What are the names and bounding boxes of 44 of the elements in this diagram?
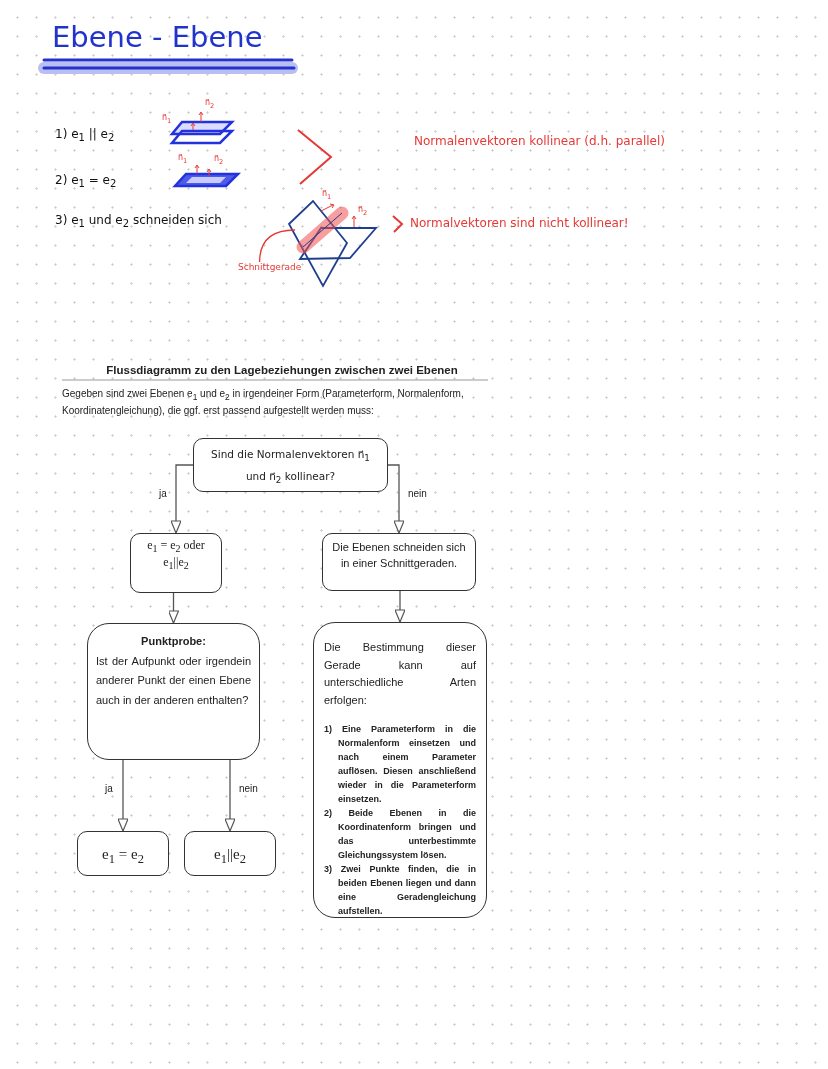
node-text: e$_{1}$ = e$_{2}$ oder e$_{1}$||e$_{2}$ bbox=[147, 538, 205, 573]
arrow bbox=[387, 464, 405, 534]
result-box bbox=[77, 831, 169, 876]
title: Ebene - Ebene bbox=[52, 20, 263, 54]
node-text: e$_{1}$ = e$_{2}$ bbox=[101, 845, 145, 868]
heading: Flussdiagramm zu den Lagebeziehungen zwischen zwei Ebenen bbox=[105, 363, 459, 378]
vector-label: n⃗$_{2}$ bbox=[358, 206, 368, 217]
edge-label: nein bbox=[238, 783, 259, 794]
result-box bbox=[130, 533, 222, 593]
node-text: 2) Beide Ebenen in die Koordinatenform bringen und das unterbestimmte Gleichungssystem lösen. bbox=[324, 807, 476, 862]
arrow bbox=[167, 592, 180, 624]
node-text: Die Ebenen schneiden sich in einer Schnittgeraden. bbox=[331, 540, 467, 571]
result-box bbox=[322, 533, 476, 591]
handwritten-note: 1) e$_{1}$ || e$_{2}$ bbox=[55, 127, 115, 144]
arrow bbox=[394, 590, 406, 623]
result-box bbox=[184, 831, 276, 876]
node-text: 1) Eine Parameterform in die Normalenform einsetzen und nach einem Parameter auflösen. Diesen anschließend wieder in die Parameterform einsetzen. bbox=[324, 723, 476, 807]
handwritten-note: 2) e$_{1}$ = e$_{2}$ bbox=[55, 173, 117, 190]
intersection-line bbox=[295, 205, 350, 255]
handwritten-note: Schnittgerade bbox=[238, 262, 310, 276]
process-box bbox=[87, 623, 260, 760]
vector-label: n⃗$_{1}$ bbox=[178, 154, 188, 165]
handwritten-note: Normalenvektoren kollinear (d.h. parallel) bbox=[414, 134, 665, 148]
node-text: e$_{1}$||e$_{2}$ bbox=[213, 845, 247, 868]
handwritten-note: Normalvektoren sind nicht kollinear! bbox=[410, 216, 629, 230]
handwritten-note: 3) e$_{1}$ und e$_{2}$ schneiden sich bbox=[55, 213, 222, 230]
arrow bbox=[117, 759, 129, 832]
node-text: Ist der Aufpunkt oder irgendein anderer Punkt der einen Ebene auch in der anderen enthalten? bbox=[96, 654, 251, 708]
node-text: 3) Zwei Punkte finden, die in beiden Ebenen liegen und dann eine Geradengleichung aufstellen. bbox=[324, 862, 476, 918]
vector-label: n⃗$_{1}$ bbox=[162, 114, 172, 125]
node-text: Die Bestimmung dieser Gerade kann auf unterschiedliche Arten erfolgen: bbox=[324, 640, 476, 708]
arrow bbox=[224, 759, 236, 832]
leader-line bbox=[258, 229, 296, 263]
node-text: Sind die Normalenvektoren n⃗$_{1}$ und n⃗$_{2}$ kollinear? bbox=[210, 447, 371, 487]
edge-label: nein bbox=[407, 488, 428, 499]
paragraph: Gegeben sind zwei Ebenen e$_{1}$ und e$_{2}$ in irgendeiner Form (Parameterform, Normalenform, Koordinatengleichung), die ggf. erst passend aufgestellt werden muss: bbox=[62, 387, 465, 419]
node-text: Punktprobe: bbox=[140, 634, 207, 649]
edge-label: ja bbox=[104, 783, 114, 794]
vector-label: n⃗$_{2}$ bbox=[214, 155, 224, 166]
arrow bbox=[170, 464, 194, 534]
vector-label: n⃗$_{2}$ bbox=[205, 99, 215, 110]
edge-label: ja bbox=[158, 488, 168, 499]
decision-box bbox=[193, 438, 388, 492]
process-box bbox=[313, 622, 487, 918]
